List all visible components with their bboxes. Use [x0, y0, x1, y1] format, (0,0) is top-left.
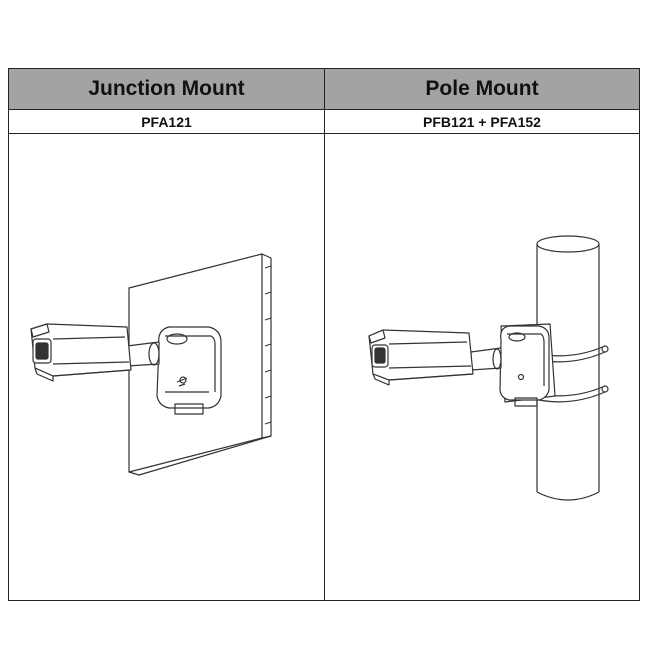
pole-mount-illustration [325, 134, 639, 600]
mount-comparison-table: Junction Mount Pole Mount PFA121 PFB121 … [8, 68, 640, 601]
camera-arm [126, 341, 160, 367]
junction-mount-illustration [9, 134, 325, 600]
wall-camera-drawing [30, 253, 272, 476]
pole [536, 235, 600, 501]
camera-arm-pole [470, 347, 502, 371]
pole-camera-drawing [368, 235, 609, 501]
header-junction-mount: Junction Mount [9, 69, 325, 110]
bullet-camera [30, 323, 132, 382]
model-pole-mount: PFB121 + PFA152 [325, 110, 639, 134]
model-junction-mount: PFA121 [9, 110, 325, 134]
header-pole-mount: Pole Mount [325, 69, 639, 110]
junction-box [156, 326, 222, 415]
bullet-camera-pole [368, 329, 474, 386]
junction-box-pole [499, 325, 550, 407]
